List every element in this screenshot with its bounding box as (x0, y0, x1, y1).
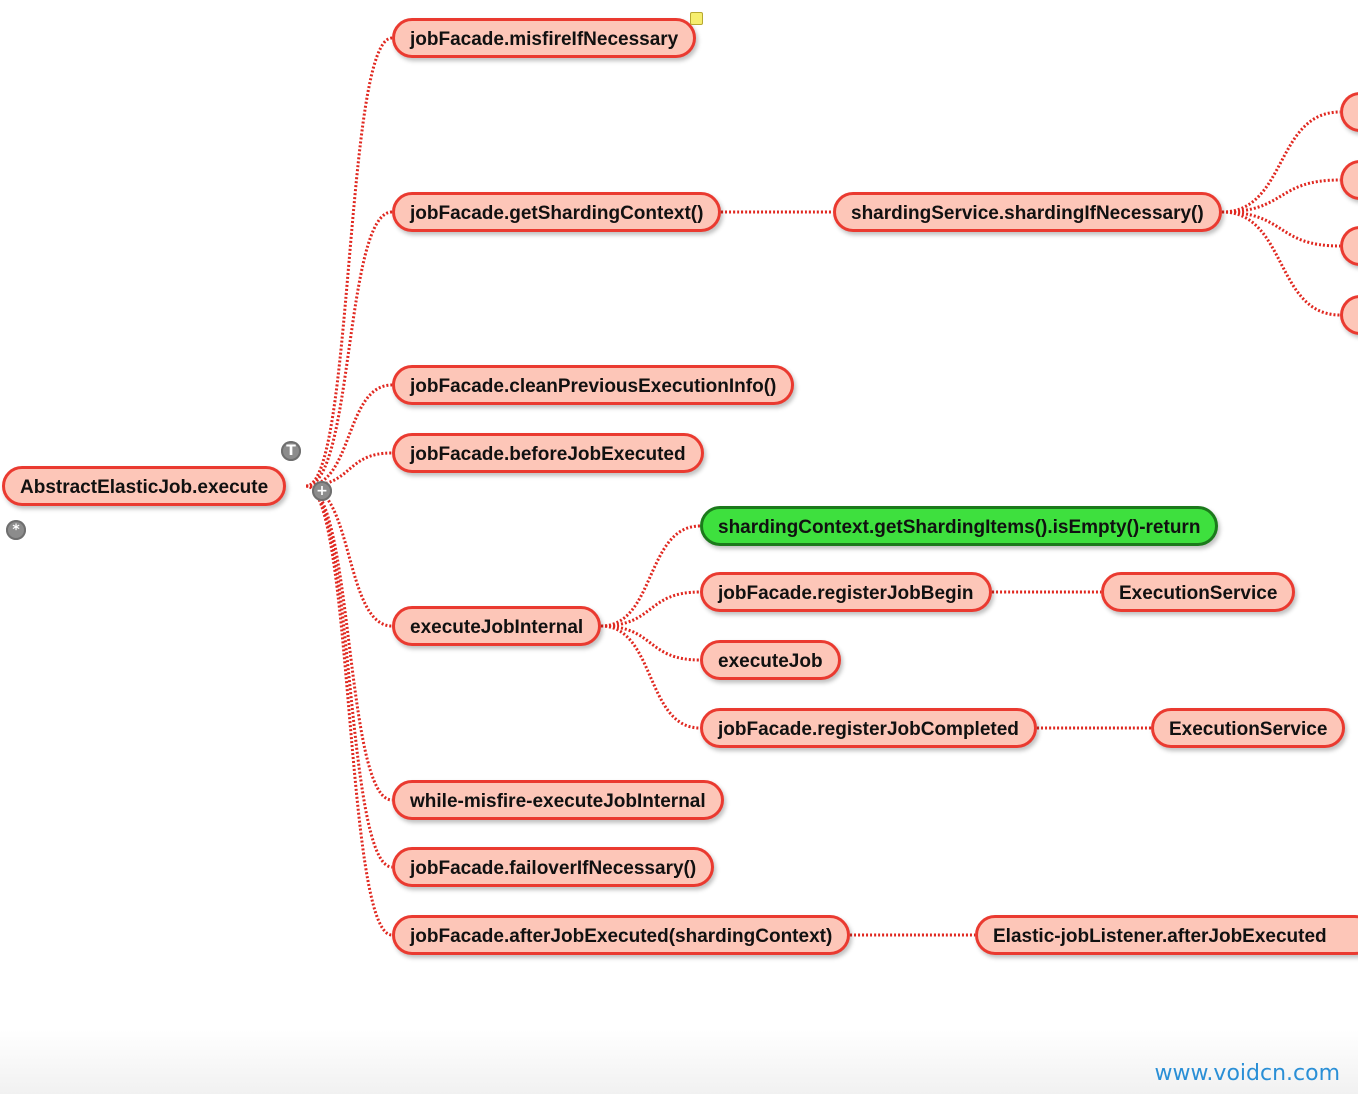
node-sharding-if-necessary[interactable]: shardingService.shardingIfNecessary() (833, 192, 1222, 232)
node-while-misfire[interactable]: while-misfire-executeJobInternal (392, 780, 724, 820)
connector-line (305, 484, 393, 802)
footer-bar: www.voidcn.com (0, 1030, 1358, 1094)
connector-line (600, 590, 701, 628)
star-icon[interactable]: * (6, 520, 26, 540)
node-register-job-begin[interactable]: jobFacade.registerJobBegin (700, 572, 992, 612)
connector-line (305, 484, 393, 937)
connector-line (305, 484, 393, 628)
connector-line (600, 624, 701, 662)
node-after-job-executed[interactable]: jobFacade.afterJobExecuted(shardingConte… (392, 915, 851, 955)
node-misfire-if-necessary[interactable]: jobFacade.misfireIfNecessary (392, 18, 697, 58)
connector-line (600, 524, 701, 628)
node-before-job-executed[interactable]: jobFacade.beforeJobExecuted (392, 433, 704, 473)
node-execute-job-internal[interactable]: executeJobInternal (392, 606, 602, 646)
node-failover-if-necessary[interactable]: jobFacade.failoverIfNecessary() (392, 847, 715, 887)
node-sharding-items-empty-return[interactable]: shardingContext.getShardingItems().isEmp… (700, 506, 1219, 546)
collapse-icon[interactable]: T (281, 441, 301, 461)
node-execute-job[interactable]: executeJob (700, 640, 841, 680)
watermark: www.voidcn.com (1154, 1061, 1340, 1086)
node-get-sharding-context[interactable]: jobFacade.getShardingContext() (392, 192, 722, 232)
connector-line (1221, 210, 1341, 317)
node-clean-previous-execution-info[interactable]: jobFacade.cleanPreviousExecutionInfo() (392, 365, 795, 405)
note-icon[interactable] (690, 12, 703, 25)
node-register-job-completed[interactable]: jobFacade.registerJobCompleted (700, 708, 1037, 748)
node-job-listener-after-job-executed[interactable]: Elastic-jobListener.afterJobExecuted (975, 915, 1358, 955)
root-node[interactable]: AbstractElasticJob.execute (2, 466, 287, 506)
connector-line (600, 624, 701, 730)
node-execution-service-completed[interactable]: ExecutionService (1151, 708, 1346, 748)
connector-line (1221, 178, 1341, 214)
expand-plus-icon[interactable]: + (312, 481, 332, 501)
connector-line (305, 36, 393, 488)
node-execution-service-begin[interactable]: ExecutionService (1101, 572, 1296, 612)
connector-line (1221, 210, 1341, 248)
connector-line (1221, 110, 1341, 214)
connector-line (305, 210, 393, 488)
connector-line (305, 484, 393, 869)
